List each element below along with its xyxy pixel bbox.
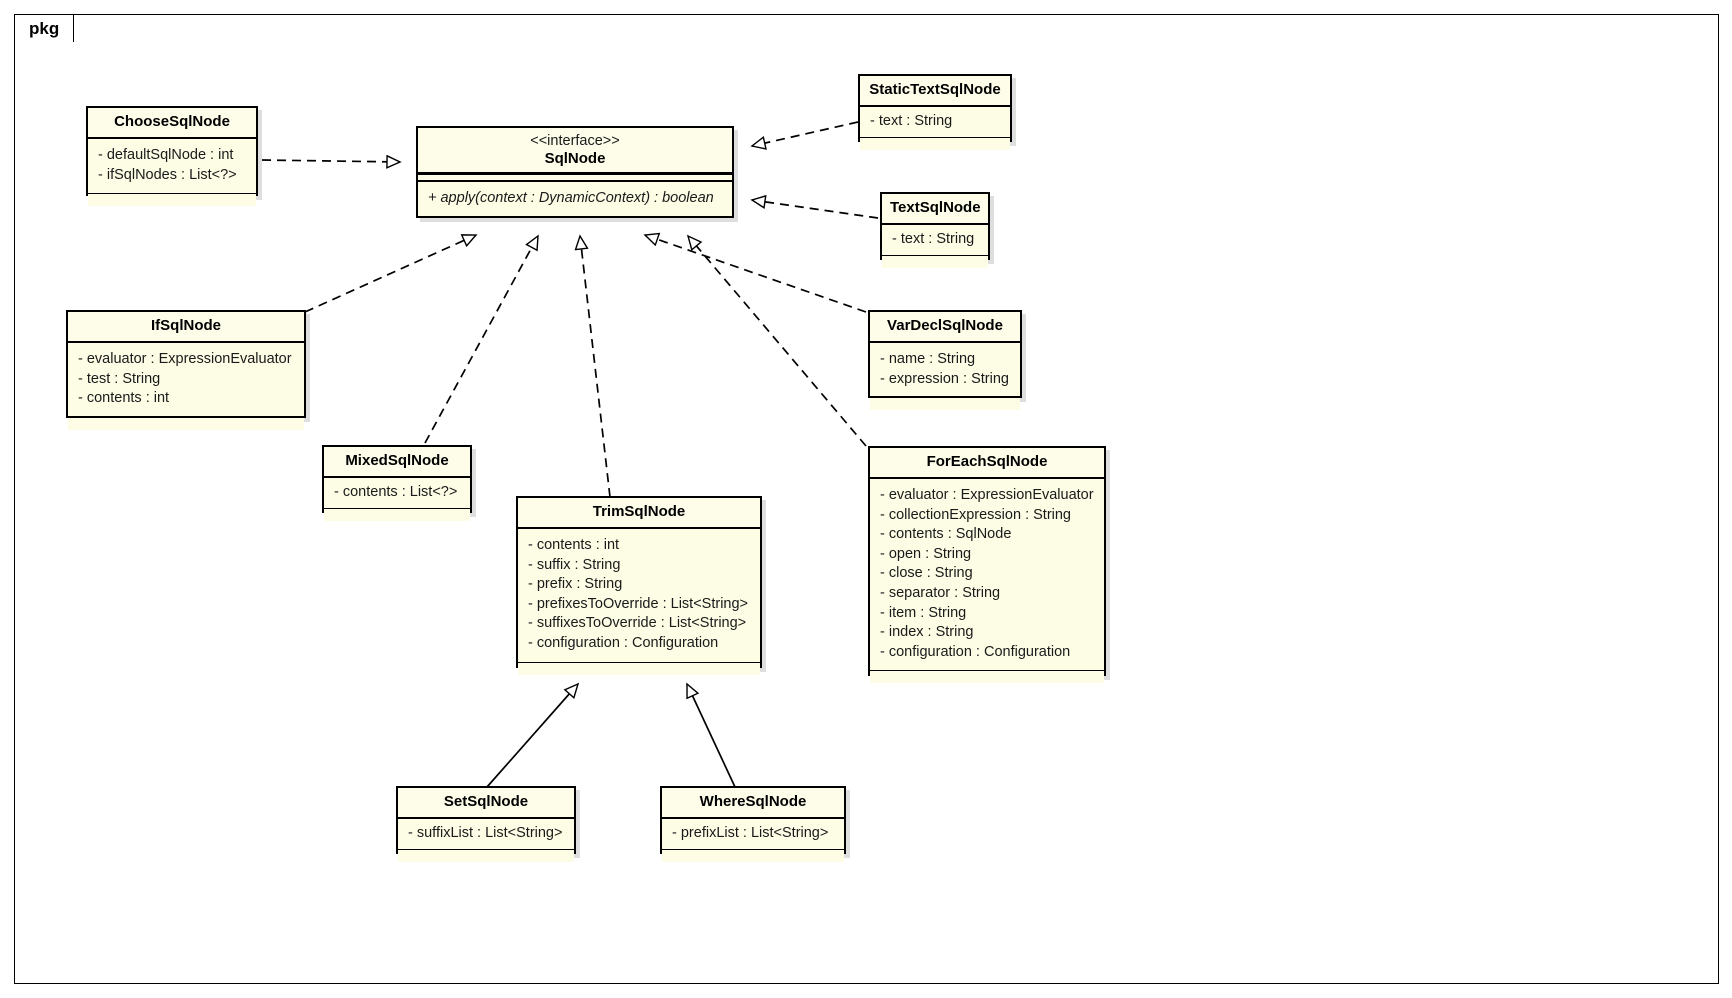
- attribute-row: - contents : int: [78, 390, 170, 407]
- class-attributes: - defaultSqlNode : int - ifSqlNodes : Li…: [88, 139, 256, 193]
- class-name: ChooseSqlNode: [114, 113, 230, 130]
- class-name: MixedSqlNode: [345, 452, 449, 469]
- class-box-statictextsqlnode[interactable]: StaticTextSqlNode - text : String: [858, 74, 1012, 150]
- attribute-row: - prefixesToOverride : List<String>: [528, 595, 749, 612]
- class-operations-empty: [324, 507, 470, 521]
- attribute-row: - configuration : Configuration: [880, 643, 1071, 660]
- class-header: IfSqlNode: [68, 312, 304, 343]
- attribute-row: - defaultSqlNode : int: [98, 147, 234, 163]
- class-name: TextSqlNode: [890, 199, 981, 216]
- package-frame: [14, 14, 1719, 984]
- class-name: TrimSqlNode: [592, 503, 686, 520]
- attribute-row: - evaluator : ExpressionEvaluator: [880, 487, 1094, 503]
- class-attributes: - text : String: [882, 225, 988, 255]
- attribute-row: - suffixList : List<String>: [408, 825, 563, 841]
- class-box-mixedsqlnode[interactable]: MixedSqlNode - contents : List<?>: [322, 445, 472, 521]
- class-box-ifsqlnode[interactable]: IfSqlNode - evaluator : ExpressionEvalua…: [66, 310, 306, 430]
- class-name: VarDeclSqlNode: [887, 317, 1003, 334]
- class-header: StaticTextSqlNode: [860, 76, 1010, 107]
- class-header: <<interface>> SqlNode: [418, 128, 732, 174]
- class-attributes: - suffixList : List<String>: [398, 819, 574, 849]
- attribute-row: - prefix : String: [528, 576, 623, 593]
- class-header: TrimSqlNode: [518, 498, 760, 529]
- attribute-row: - test : String: [78, 370, 161, 387]
- class-attributes: - contents : int - suffix : String - pre…: [518, 529, 760, 662]
- class-operations-empty: [662, 848, 844, 862]
- operation-row: + apply(context : DynamicContext) : bool…: [428, 189, 714, 206]
- package-label: pkg: [29, 18, 60, 38]
- attribute-row: - prefixList : List<String>: [672, 825, 829, 841]
- attribute-row: - contents : SqlNode: [880, 526, 1012, 543]
- class-box-textsqlnode[interactable]: TextSqlNode - text : String: [880, 192, 990, 268]
- attribute-row: - configuration : Configuration: [528, 634, 719, 651]
- class-name: IfSqlNode: [151, 317, 221, 334]
- class-operations-empty: [882, 254, 988, 268]
- class-box-choosesqlnode[interactable]: ChooseSqlNode - defaultSqlNode : int - i…: [86, 106, 258, 207]
- attribute-row: - text : String: [892, 231, 975, 247]
- attribute-row: - contents : List<?>: [334, 484, 458, 500]
- class-box-foreachsqlnode[interactable]: ForEachSqlNode - evaluator : ExpressionE…: [868, 446, 1106, 684]
- class-box-setsqlnode[interactable]: SetSqlNode - suffixList : List<String>: [396, 786, 576, 862]
- attribute-row: - suffix : String: [528, 556, 621, 573]
- class-attributes: - prefixList : List<String>: [662, 819, 844, 849]
- class-attributes: - name : String - expression : String: [870, 343, 1020, 397]
- class-operations-empty: [68, 416, 304, 430]
- class-operations-empty: [518, 661, 760, 675]
- class-operations-empty: [860, 136, 1010, 150]
- attribute-row: - ifSqlNodes : List<?>: [98, 166, 237, 183]
- attribute-row: - item : String: [880, 604, 967, 621]
- attribute-row: - text : String: [870, 113, 953, 129]
- attribute-row: - suffixesToOverride : List<String>: [528, 615, 747, 632]
- class-header: SetSqlNode: [398, 788, 574, 819]
- class-name: ForEachSqlNode: [926, 453, 1048, 470]
- attribute-row: - name : String: [880, 351, 976, 367]
- class-stereotype: <<interface>>: [530, 133, 620, 149]
- class-header: ChooseSqlNode: [88, 108, 256, 139]
- class-header: ForEachSqlNode: [870, 448, 1104, 479]
- class-attributes: - evaluator : ExpressionEvaluator - coll…: [870, 479, 1104, 670]
- class-box-trimsqlnode[interactable]: TrimSqlNode - contents : int - suffix : …: [516, 496, 762, 675]
- class-attributes: - text : String: [860, 107, 1010, 137]
- class-attributes: - evaluator : ExpressionEvaluator - test…: [68, 343, 304, 417]
- attribute-row: - open : String: [880, 545, 972, 562]
- class-name: SetSqlNode: [443, 793, 529, 810]
- class-header: TextSqlNode: [882, 194, 988, 225]
- attribute-row: - expression : String: [880, 370, 1009, 387]
- class-operations-empty: [870, 670, 1104, 684]
- attribute-row: - evaluator : ExpressionEvaluator: [78, 351, 292, 367]
- attribute-row: - collectionExpression : String: [880, 506, 1071, 523]
- class-operations-empty: [398, 848, 574, 862]
- class-box-vardeclsqlnode[interactable]: VarDeclSqlNode - name : String - express…: [868, 310, 1022, 411]
- attribute-row: - contents : int: [528, 537, 620, 553]
- class-box-wheresqlnode[interactable]: WhereSqlNode - prefixList : List<String>: [660, 786, 846, 862]
- package-tab: pkg: [14, 14, 74, 42]
- class-header: MixedSqlNode: [324, 447, 470, 478]
- class-attributes-empty: [418, 173, 732, 180]
- class-name: WhereSqlNode: [699, 793, 807, 810]
- class-operations-empty: [870, 397, 1020, 411]
- attribute-row: - index : String: [880, 624, 974, 641]
- class-operations-empty: [88, 193, 256, 207]
- class-attributes: - contents : List<?>: [324, 478, 470, 508]
- class-header: VarDeclSqlNode: [870, 312, 1020, 343]
- attribute-row: - separator : String: [880, 584, 1001, 601]
- class-header: WhereSqlNode: [662, 788, 844, 819]
- class-name: SqlNode: [544, 149, 606, 167]
- class-box-sqlnode[interactable]: <<interface>> SqlNode + apply(context : …: [416, 126, 734, 218]
- class-operations: + apply(context : DynamicContext) : bool…: [418, 179, 732, 217]
- attribute-row: - close : String: [880, 565, 973, 582]
- class-name: StaticTextSqlNode: [869, 81, 1001, 98]
